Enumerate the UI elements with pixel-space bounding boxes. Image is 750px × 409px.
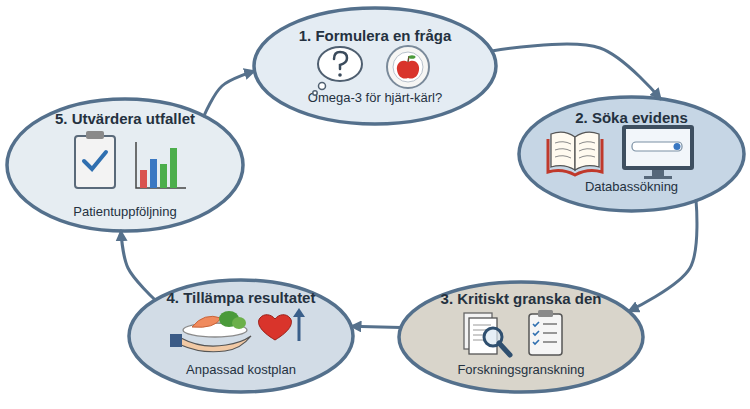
chart-bar (170, 148, 177, 188)
heart-arrow-icon (259, 308, 305, 341)
document (469, 318, 497, 354)
cycle-step-ellipse: 4. Tillämpa resultatetAnpassad kostplan (127, 278, 355, 394)
check-mark (84, 152, 106, 169)
checklist-icon (529, 310, 562, 355)
chart-bar (140, 170, 147, 188)
step-title: 1. Formulera en fråga (252, 27, 498, 44)
check-marks (533, 322, 539, 344)
monitor-stand (652, 170, 664, 176)
hand (181, 336, 251, 352)
cycle-arrow (629, 201, 697, 311)
plate (183, 323, 247, 337)
clipboard-check-icon (75, 131, 115, 188)
sleeve (170, 334, 182, 347)
cycle-arrow (204, 71, 255, 116)
cycle-arrow (121, 231, 155, 300)
step-title: 2. Söka evidens (517, 109, 746, 126)
plate-rim (393, 52, 423, 82)
cycle-arrow (492, 44, 661, 99)
monitor-frame (622, 125, 694, 170)
ellipse-shape (254, 8, 496, 124)
apple-stem (408, 56, 409, 62)
plate-hand-icon (170, 311, 251, 352)
clipboard-clip (538, 310, 553, 317)
magnifier-handle (499, 343, 510, 355)
thought-dot (313, 91, 317, 95)
book-cover (548, 139, 602, 175)
cycle-step-ellipse: 5. Utvärdera utfalletPatientuppföljning (5, 97, 245, 233)
chart-bar (160, 164, 167, 188)
greens (219, 311, 239, 327)
book-icon (548, 132, 602, 175)
thought-cloud (318, 47, 362, 81)
cycle-step-ellipse: 1. Formulera en frågaOmega-3 för hjärt-k… (252, 6, 498, 126)
salmon (192, 316, 221, 327)
monitor-icon (622, 125, 694, 179)
checklist-lines (543, 324, 557, 342)
apple-leaf (409, 55, 416, 59)
document-back (464, 313, 492, 349)
document-lines (473, 325, 491, 340)
heart (259, 315, 292, 340)
bar-chart-icon (136, 142, 186, 188)
step-subtitle: Patientuppföljning (5, 205, 245, 220)
up-arrow-shaft (298, 315, 301, 341)
search-bar (632, 142, 682, 151)
clipboard (529, 314, 562, 355)
plate (387, 46, 429, 88)
apple-plate-icon (387, 46, 429, 88)
step-subtitle: Omega-3 för hjärt-kärl? (252, 91, 498, 106)
magnifier-lens (484, 328, 502, 346)
step-title: 5. Utvärdera utfallet (5, 110, 245, 127)
question-mark (334, 52, 347, 69)
book-lines (555, 142, 595, 158)
monitor-base (644, 176, 672, 179)
thought-dot (319, 83, 326, 90)
book-page (575, 132, 599, 170)
search-button (674, 143, 681, 150)
ellipse-outline (252, 6, 498, 126)
clipboard (75, 136, 115, 188)
chart-bar (150, 159, 157, 188)
question-dot (338, 73, 342, 77)
thought-icon (313, 47, 362, 95)
cycle-arrow (351, 326, 401, 327)
step-subtitle: Anpassad kostplan (127, 363, 355, 378)
step-title: 4. Tillämpa resultatet (127, 289, 355, 306)
step-title: 3. Kritiskt granska den (397, 290, 645, 307)
document-magnifier-icon (464, 313, 510, 355)
clipboard-clip (86, 131, 104, 139)
monitor-screen (626, 129, 690, 166)
cycle-step-ellipse: 3. Kritiskt granska denForskningsgranskn… (397, 280, 645, 394)
chart-axes (136, 142, 186, 188)
cycle-step-ellipse: 2. Söka evidensDatabassökning (517, 95, 746, 213)
greens (232, 317, 246, 329)
up-arrow-head (293, 308, 305, 317)
step-subtitle: Forskningsgranskning (397, 363, 645, 378)
step-subtitle: Databassökning (517, 180, 746, 195)
book-page (551, 132, 575, 170)
apple (397, 61, 419, 79)
